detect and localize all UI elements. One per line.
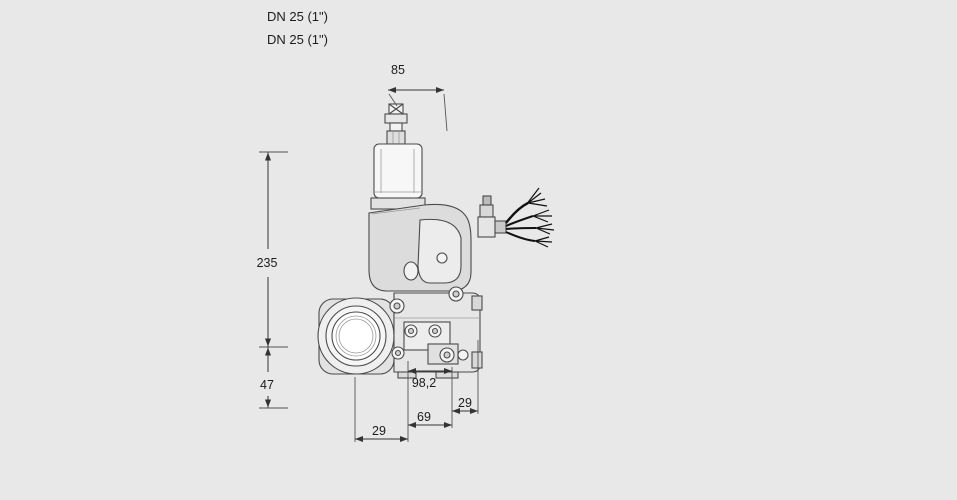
dim-label-235: 235 bbox=[257, 256, 278, 270]
dimension-height-47: 47 bbox=[260, 347, 274, 408]
solenoid-connector bbox=[477, 195, 507, 238]
dim-label-29-left: 29 bbox=[372, 424, 386, 438]
pipe-flange bbox=[317, 297, 395, 375]
dim-label-98-2: 98,2 bbox=[412, 376, 436, 390]
dimension-width-85: 85 bbox=[388, 63, 448, 132]
upper-valve-body bbox=[368, 203, 472, 292]
dim-label-85: 85 bbox=[391, 63, 405, 77]
dim-label-69: 69 bbox=[417, 410, 431, 424]
cross-mark-icon bbox=[388, 103, 404, 115]
dimension-width-29-right: 29 bbox=[452, 396, 478, 415]
dimension-width-29-left: 29 bbox=[355, 424, 408, 443]
dimension-width-69: 69 bbox=[408, 410, 452, 429]
valve-drawing bbox=[317, 103, 555, 379]
dim-label-47: 47 bbox=[260, 378, 274, 392]
dimension-height-235: 235 bbox=[257, 152, 278, 347]
top-connector bbox=[384, 103, 408, 145]
dn-label-top: DN 25 (1") bbox=[267, 9, 328, 24]
cable-wires bbox=[505, 187, 555, 248]
dim-label-29-right: 29 bbox=[458, 396, 472, 410]
dimension-width-98-2: 98,2 bbox=[408, 367, 452, 390]
bolt-circles bbox=[389, 286, 469, 363]
actuator-cylinder bbox=[370, 143, 426, 210]
dn-label-bottom: DN 25 (1") bbox=[267, 32, 328, 47]
lower-valve-body bbox=[389, 286, 483, 379]
extension-lines bbox=[259, 151, 479, 442]
